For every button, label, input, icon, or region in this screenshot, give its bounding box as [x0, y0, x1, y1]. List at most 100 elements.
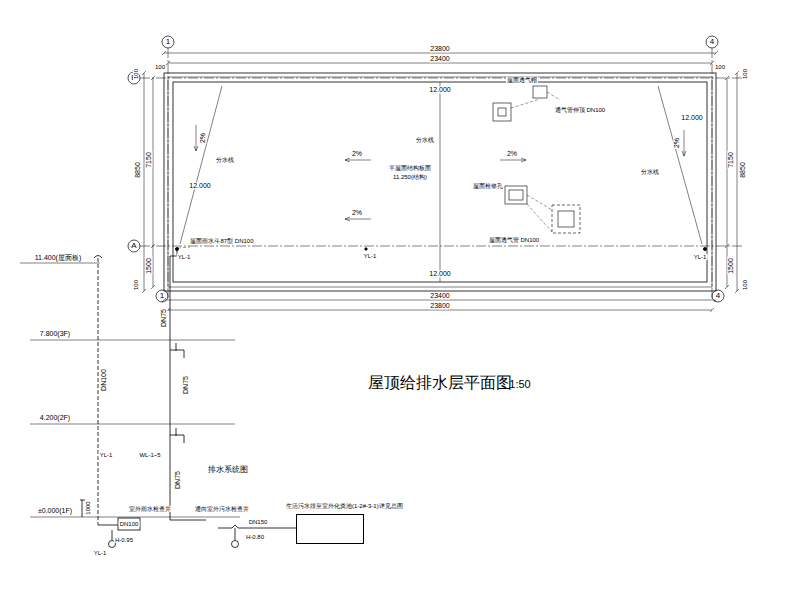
note: 分水线 — [215, 157, 235, 163]
drain-pipe — [170, 350, 184, 443]
axis-number: 1 — [159, 292, 165, 300]
dimension: 1500 — [145, 257, 152, 275]
rain-pipe — [98, 258, 99, 525]
axis-bubble — [128, 240, 140, 252]
roof-fixture — [552, 205, 580, 233]
pipe-size: DN75 — [160, 308, 167, 328]
drain-pipe — [170, 250, 296, 548]
note: 室外雨水检查井 — [128, 506, 172, 512]
elevation: 12.000 — [188, 182, 211, 189]
callout: 屋面透气管 DN100 — [488, 237, 540, 243]
leader-line — [178, 92, 560, 248]
dimension-line — [142, 51, 739, 312]
roof-drain — [703, 247, 706, 250]
axis-bubble — [706, 36, 718, 48]
elevation: 4.200(2F) — [39, 414, 71, 421]
dimension: 7150 — [727, 151, 734, 169]
ridge-line — [658, 86, 702, 244]
dimension-line — [153, 78, 154, 287]
floor-level-line — [20, 263, 100, 264]
roof-outline — [173, 82, 707, 282]
elevation: 12.000 — [428, 270, 451, 277]
callout: 屋面检修孔 — [472, 183, 504, 189]
slope-arrow — [194, 125, 686, 221]
leader-line — [178, 247, 190, 248]
pipe-tag: YL-1 — [93, 550, 108, 556]
slope-arrow — [682, 130, 686, 156]
ridge-line — [180, 86, 222, 244]
elevation: 12.000 — [428, 86, 451, 93]
dimension: 100 — [133, 68, 139, 80]
rain-pipe — [118, 518, 140, 530]
axis-bubble — [128, 36, 724, 302]
pipe-size: DN75 — [182, 375, 189, 395]
rain-pipe — [80, 256, 140, 548]
pipe-tag: YL-1 — [177, 254, 192, 260]
leader-line — [511, 92, 560, 108]
elevation: H-0.95 — [114, 537, 134, 543]
slope: 2% — [351, 150, 363, 157]
axis-number: 4 — [709, 38, 715, 46]
axis-line — [140, 246, 742, 247]
dimension: 23800 — [429, 45, 450, 52]
axis-bubble — [162, 36, 174, 48]
dimension: 100 — [154, 64, 166, 70]
dimension-line — [142, 71, 739, 293]
slope: 2% — [351, 209, 363, 216]
dimension-line — [727, 78, 728, 287]
ridge-line — [180, 86, 702, 244]
dimension: 8850 — [134, 161, 141, 179]
elevation: 7.800(3F) — [39, 330, 71, 337]
roof-fixture — [505, 186, 527, 204]
roof-outline — [168, 77, 712, 287]
drain-pipe — [232, 525, 238, 528]
axis-number: 4 — [715, 292, 721, 300]
pipe-size: DN100 — [100, 368, 107, 392]
drain-pipe — [218, 528, 296, 529]
roof-drain — [365, 248, 367, 250]
pipe-tag: YL-1 — [693, 254, 708, 260]
dimension: 100 — [133, 279, 139, 291]
septic-tank-box: 生活污水排至室外化粪池(1-2#-3-1)详见总图 — [296, 514, 364, 544]
roof-outline — [440, 82, 441, 282]
callout: 屋面雨水斗87型 DN100 — [189, 238, 254, 244]
dimension: 23400 — [429, 55, 450, 62]
slope-arrow — [345, 158, 371, 162]
slope: 2% — [673, 137, 680, 149]
rain-pipe — [94, 256, 102, 259]
elevation: ±0.000(1F) — [37, 507, 73, 514]
dimension: 23400 — [429, 292, 450, 299]
floor-level-line — [20, 263, 240, 517]
note: 平屋面结构板面 — [388, 165, 432, 171]
rain-pipe — [98, 525, 118, 526]
elevation: H-0.80 — [245, 534, 265, 540]
pipe-tag: WL-1~5 — [138, 452, 161, 458]
system-title: 排水系统图 — [207, 466, 249, 474]
slope-arrow — [194, 125, 198, 151]
elevation: 11.400(屋面板) — [34, 254, 83, 261]
roof-outline — [164, 73, 716, 291]
elevation: 11.250(结构) — [392, 174, 428, 180]
axis-letter: A — [130, 242, 137, 250]
pipe-size: DN100 — [119, 521, 140, 527]
callout: 通气管伸顶 DN100 — [554, 107, 606, 113]
slope-arrow — [345, 217, 371, 221]
note: 分水线 — [415, 137, 435, 143]
note: 通向室外污水检查井 — [194, 506, 250, 512]
dimension: 8850 — [739, 161, 746, 179]
slope: 2% — [506, 150, 518, 157]
slope-arrow — [500, 158, 526, 162]
roof-drain — [175, 247, 706, 250]
axis-bubble — [712, 290, 724, 302]
dimension: 7150 — [145, 151, 152, 169]
dimension: 100 — [714, 64, 726, 70]
drain-pipe — [232, 541, 239, 548]
drain-pipe — [176, 343, 177, 436]
dimension: 23800 — [429, 302, 450, 309]
dimension: 100 — [742, 68, 748, 80]
roof-fixture — [493, 103, 511, 121]
floor-level-line — [30, 340, 235, 341]
dimension: 100 — [742, 279, 748, 291]
roof-fixture — [498, 108, 506, 116]
